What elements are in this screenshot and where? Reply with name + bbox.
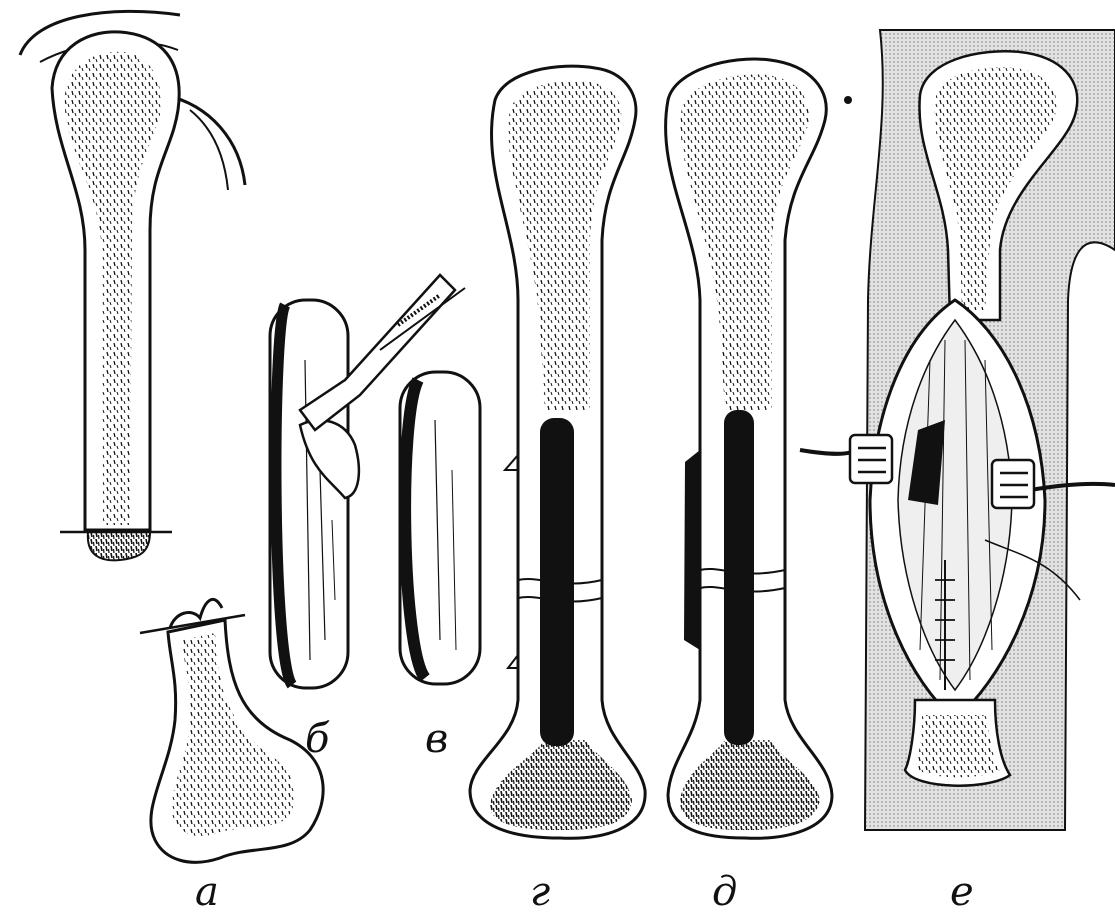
panel-a-upper-bone — [20, 11, 245, 560]
label-a: а — [195, 869, 219, 915]
panel-v-graft — [400, 372, 480, 684]
panel-d-bone — [666, 59, 852, 838]
label-e: е — [950, 869, 974, 915]
label-b: б — [305, 716, 330, 762]
label-v: в — [425, 716, 448, 762]
label-g: г — [530, 869, 550, 915]
retractor-left — [800, 435, 892, 483]
panel-g-bone — [470, 66, 645, 838]
label-d: д — [712, 869, 737, 915]
panel-e-operative-field — [800, 30, 1115, 830]
